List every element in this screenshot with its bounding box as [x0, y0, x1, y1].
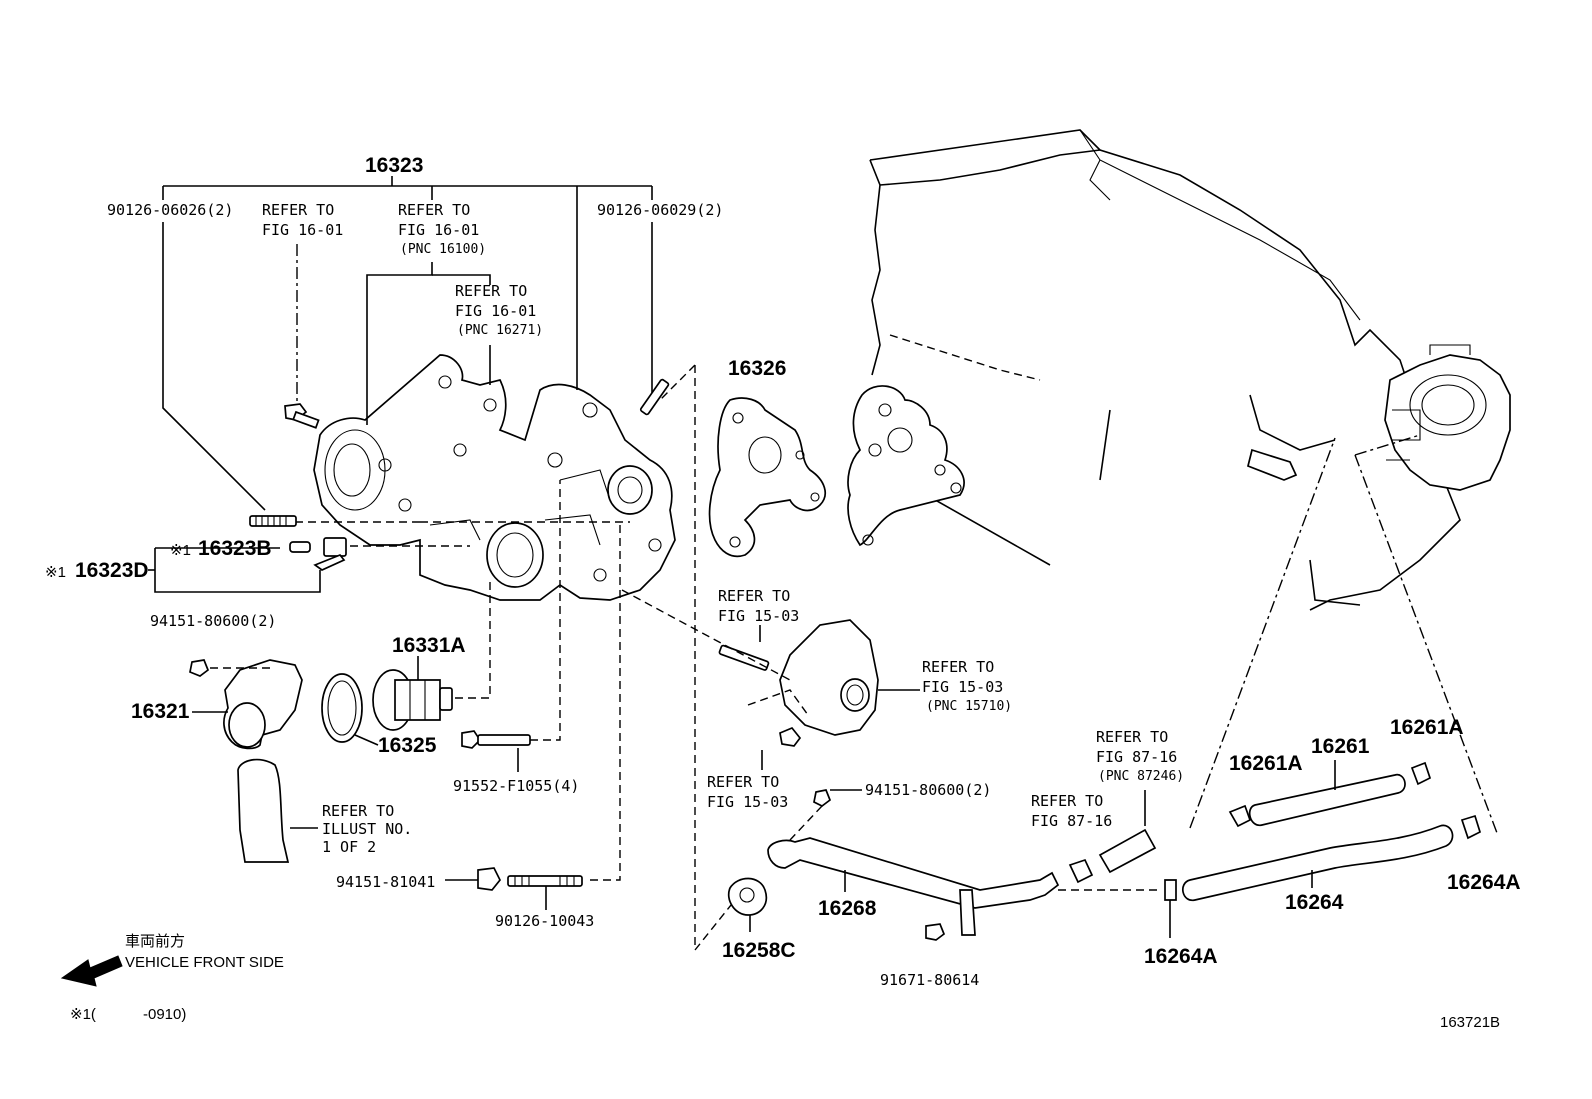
label-16323d: 16323D — [75, 559, 149, 582]
bolt-refer-fig-16-01 — [284, 403, 320, 429]
label-refer-1503-c-1: REFER TO — [707, 773, 779, 791]
engine-block-outline — [847, 129, 1511, 611]
label-16323b: 16323B — [198, 537, 272, 560]
pump-cover-dash-bottom — [694, 899, 736, 951]
hose-refer-87-16 — [1068, 790, 1157, 884]
label-refer-8716-a-3: (PNC 87246) — [1098, 769, 1184, 784]
label-16321: 16321 — [131, 700, 190, 723]
label-refer-8716-b-2: FIG 87-16 — [1031, 812, 1112, 830]
label-refer-b-1: REFER TO — [398, 201, 470, 219]
water-inlet-16321-shape — [189, 659, 303, 750]
hose-callout-line-right — [1354, 454, 1498, 834]
label-footnote-range: -0910) — [143, 1006, 186, 1023]
bypass-pipe-16268-shape — [767, 789, 1160, 941]
label-91671-80614: 91671-80614 — [880, 971, 979, 989]
gasket-16326-shape — [708, 397, 827, 558]
label-90126-10043: 90126-10043 — [495, 912, 594, 930]
label-refer-c-1: REFER TO — [455, 282, 527, 300]
label-vehicle-front-en: VEHICLE FRONT SIDE — [125, 954, 284, 971]
label-94151-80600-a: 94151-80600(2) — [150, 612, 276, 630]
label-refer-illust-1: REFER TO — [322, 802, 394, 820]
timing-cover-refer-15-03 — [621, 589, 920, 770]
label-refer-c-2: FIG 16-01 — [455, 302, 536, 320]
label-16326: 16326 — [728, 357, 786, 380]
bolt-91552-f1055 — [461, 480, 561, 772]
label-illustration-number: 163721B — [1440, 1014, 1500, 1031]
label-footnote-mark: ※1( — [70, 1006, 96, 1023]
hose-16261-shape — [1228, 760, 1432, 828]
label-16268: 16268 — [818, 897, 877, 920]
label-refer-illust-3: 1 OF 2 — [322, 838, 376, 856]
label-16323: 16323 — [365, 154, 423, 177]
label-refer-b-3: (PNC 16100) — [400, 242, 486, 257]
hose-callout-line-top — [1354, 434, 1421, 456]
thermostat-16331a-shape — [372, 580, 491, 731]
label-refer-1503-b-2: FIG 15-03 — [922, 678, 1003, 696]
label-refer-1503-b-3: (PNC 15710) — [926, 699, 1012, 714]
label-16325: 16325 — [378, 734, 437, 757]
label-16264a-right: 16264A — [1447, 871, 1521, 894]
label-16331a: 16331A — [392, 634, 466, 657]
label-refer-1503-b-1: REFER TO — [922, 658, 994, 676]
label-90126-06026: 90126-06026(2) — [107, 201, 233, 219]
nut-94151-81041 — [445, 867, 502, 891]
label-refer-8716-b-1: REFER TO — [1031, 792, 1103, 810]
label-16323d-mark: ※1 — [45, 564, 66, 581]
vehicle-front-arrow-icon — [60, 955, 123, 987]
hose-refer-illust — [237, 758, 318, 863]
label-refer-a-1: REFER TO — [262, 201, 334, 219]
label-refer-1503-a-1: REFER TO — [718, 587, 790, 605]
stud-90126-06026 — [249, 515, 297, 527]
stud-90126-06029 — [639, 378, 670, 416]
leader-lines-16323 — [162, 176, 653, 547]
label-refer-8716-a-2: FIG 87-16 — [1096, 748, 1177, 766]
stud-90126-10043 — [507, 520, 621, 910]
label-94151-80600-b: 94151-80600(2) — [865, 781, 991, 799]
gasket-16258c-shape — [727, 877, 768, 932]
gasket-ring-16325-shape — [321, 673, 379, 746]
label-16264: 16264 — [1285, 891, 1344, 914]
part-16323b-16323d — [148, 537, 347, 593]
label-refer-1503-c-2: FIG 15-03 — [707, 793, 788, 811]
label-16258c: 16258C — [722, 939, 796, 962]
label-refer-b-2: FIG 16-01 — [398, 221, 479, 239]
label-16261a-right: 16261A — [1390, 716, 1464, 739]
pump-cover-dash-top — [659, 364, 696, 401]
hose-callout-line-left — [1189, 437, 1336, 829]
water-pump-assembly — [313, 354, 676, 601]
label-refer-illust-2: ILLUST NO. — [322, 820, 412, 838]
label-refer-8716-a-1: REFER TO — [1096, 728, 1168, 746]
label-refer-1503-a-2: FIG 15-03 — [718, 607, 799, 625]
label-16323b-mark: ※1 — [170, 542, 191, 559]
label-91552-f1055: 91552-F1055(4) — [453, 777, 579, 795]
hose-16264-shape — [1164, 814, 1482, 938]
label-refer-c-3: (PNC 16271) — [457, 323, 543, 338]
label-94151-81041: 94151-81041 — [336, 873, 435, 891]
label-refer-a-2: FIG 16-01 — [262, 221, 343, 239]
label-90126-06029: 90126-06029(2) — [597, 201, 723, 219]
label-16264a-bottom: 16264A — [1144, 945, 1218, 968]
label-16261: 16261 — [1311, 735, 1370, 758]
label-vehicle-front-jp: 車両前方 — [125, 933, 185, 950]
label-16261a-left: 16261A — [1229, 752, 1303, 775]
